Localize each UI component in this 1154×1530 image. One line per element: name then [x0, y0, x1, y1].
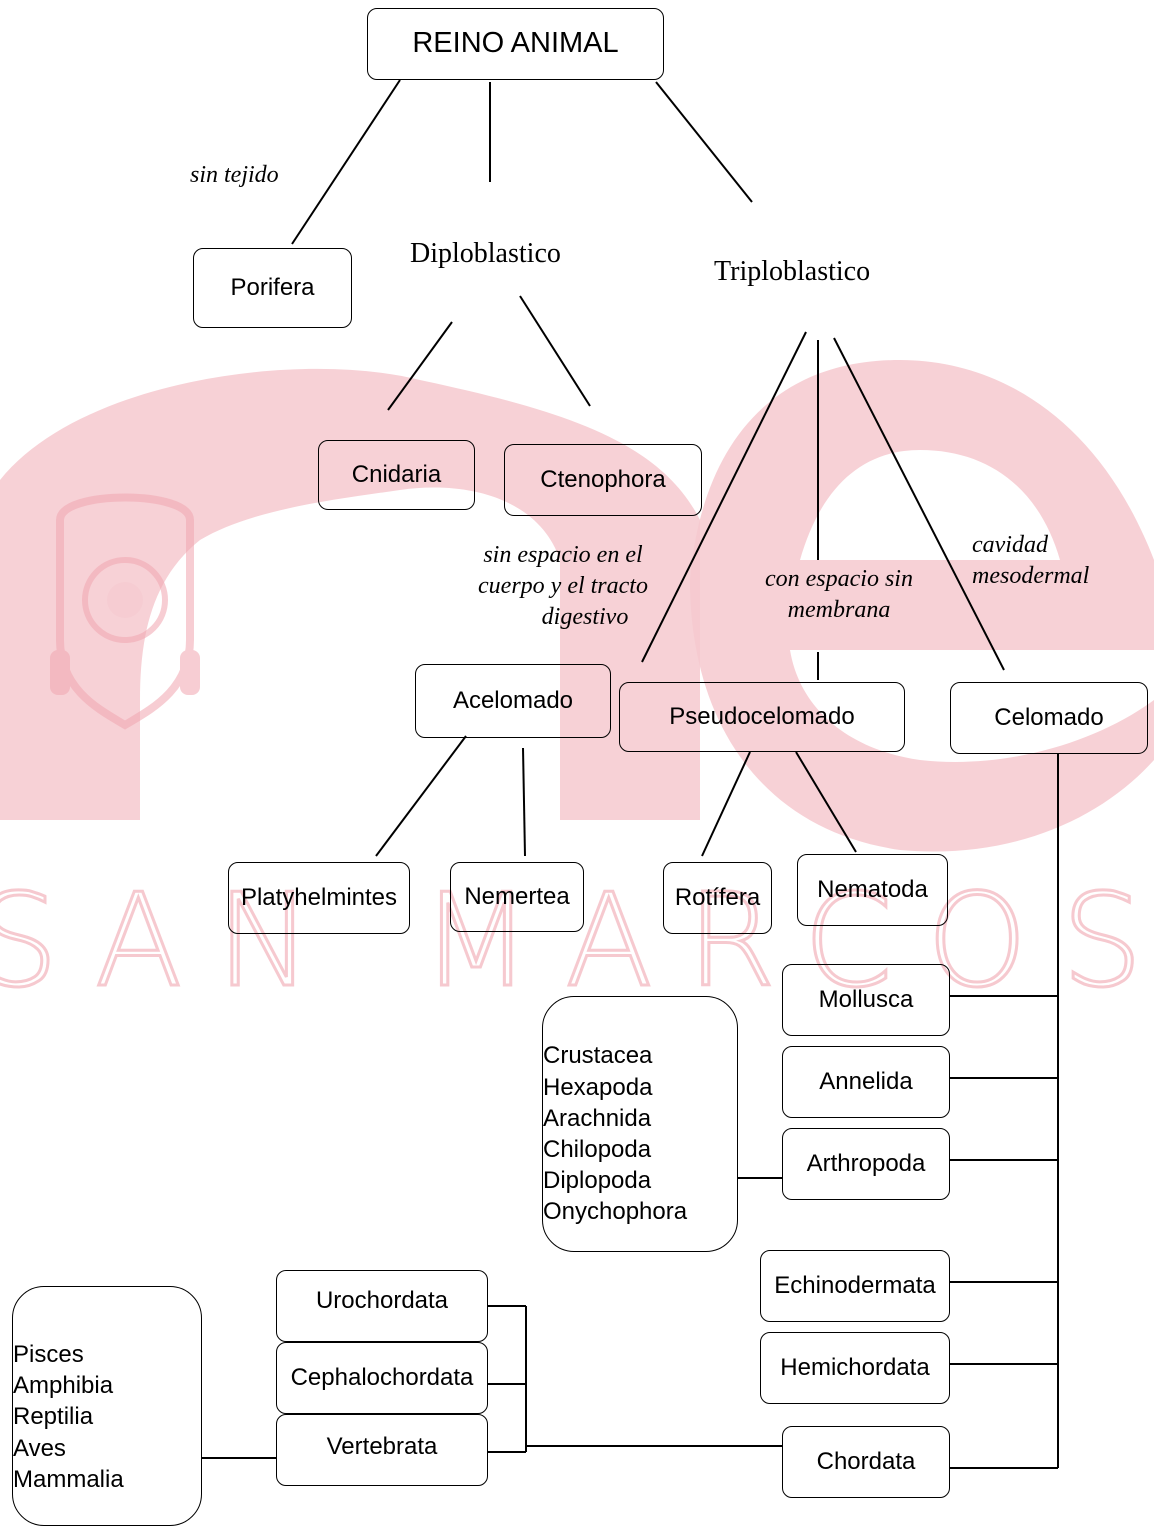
line-triplo-celomado	[833, 337, 1005, 671]
node-mollusca: Mollusca	[782, 964, 950, 1036]
node-label: Porifera	[230, 274, 315, 302]
line-diplo-ctenophora	[519, 295, 591, 407]
node-nematoda: Nematoda	[797, 854, 948, 926]
node-reino-animal: REINO ANIMAL	[367, 8, 664, 80]
node-pseudocelomado: Pseudocelomado	[619, 682, 905, 752]
node-label: Hemichordata	[780, 1354, 930, 1382]
node-label: Acelomado	[452, 687, 574, 715]
note-line: digestivo	[541, 604, 629, 631]
node-cephalochordata: Cephalochordata	[276, 1342, 488, 1414]
node-urochordata: Urochordata	[276, 1270, 488, 1342]
node-echinodermata: Echinodermata	[760, 1250, 950, 1322]
group-item: Pisces	[13, 1341, 84, 1369]
node-label: Urochordata	[315, 1287, 449, 1314]
watermark-n-shape	[0, 368, 700, 820]
note-sin-tejido: sin tejido	[190, 160, 279, 191]
node-label: Cnidaria	[351, 461, 442, 489]
node-label: Celomado	[994, 704, 1104, 732]
node-rotifera: Rotífera	[663, 862, 772, 934]
node-label: Vertebrata	[326, 1433, 438, 1460]
watermark-e-shape	[690, 360, 1154, 852]
node-nemertea: Nemertea	[450, 862, 584, 932]
note-acelomado: sin espacio en el cuerpo y el tracto dig…	[458, 540, 668, 634]
note-line: cuerpo y el tracto	[478, 573, 648, 600]
line-triplo-acelomado	[641, 331, 807, 663]
group-item: Aves	[13, 1434, 66, 1462]
group-item: Mammalia	[13, 1465, 124, 1493]
note-line: con espacio sin	[765, 566, 913, 592]
note-pseudocelomado: con espacio sin membrana	[744, 564, 934, 626]
node-label: Cephalochordata	[290, 1364, 474, 1392]
note-text: sin tejido	[190, 162, 279, 188]
node-cnidaria: Cnidaria	[318, 440, 475, 510]
group-item: Onychophora	[543, 1198, 688, 1226]
line-diplo-cnidaria	[387, 321, 453, 411]
node-arthropoda: Arthropoda	[782, 1128, 950, 1200]
line-acel-platy	[375, 735, 467, 857]
node-celomado: Celomado	[950, 682, 1148, 754]
note-line: cavidad	[972, 532, 1048, 558]
node-annelida: Annelida	[782, 1046, 950, 1118]
note-line: membrana	[787, 597, 891, 624]
node-label: Chordata	[816, 1448, 916, 1476]
node-label: Arthropoda	[806, 1150, 926, 1178]
node-vertebrata: Vertebrata	[276, 1414, 488, 1486]
line-pseudo-nematoda	[795, 751, 857, 853]
note-celomado: cavidad mesodermal	[972, 530, 1089, 592]
group-item: Diplopoda	[543, 1167, 652, 1195]
label-triploblastico: Triploblastico	[714, 256, 871, 287]
group-item: Arachnida	[543, 1104, 652, 1132]
node-label: Mollusca	[818, 986, 914, 1014]
node-label: Rotífera	[674, 884, 761, 912]
node-label: Platyhelmintes	[240, 884, 398, 912]
node-chordata: Chordata	[782, 1426, 950, 1498]
node-label: Annelida	[819, 1068, 913, 1096]
node-label: REINO ANIMAL	[412, 27, 619, 60]
group-item: Chilopoda	[543, 1136, 652, 1163]
node-label: Pseudocelomado	[669, 703, 855, 731]
node-platyhelmintes: Platyhelmintes	[228, 862, 410, 934]
note-line: mesodermal	[972, 563, 1090, 590]
node-label: Nematoda	[817, 876, 928, 904]
line-root-triploblastico	[655, 81, 753, 203]
line-root-porifera	[291, 79, 401, 245]
node-ctenophora: Ctenophora	[504, 444, 702, 516]
node-label: Nemertea	[464, 883, 570, 911]
node-label: Ctenophora	[540, 466, 666, 494]
group-item: Amphibia	[13, 1372, 114, 1400]
label-diploblastico: Diploblastico	[410, 238, 561, 269]
group-item: Hexapoda	[543, 1073, 653, 1101]
group-item: Crustacea	[543, 1042, 653, 1070]
node-porifera: Porifera	[193, 248, 352, 328]
line-acel-nemertea	[522, 747, 526, 857]
group-item: Reptilia	[13, 1403, 94, 1431]
node-arthropod-groups: Crustacea Hexapoda Arachnida Chilopoda D…	[542, 996, 738, 1252]
line-pseudo-rotifera	[701, 751, 751, 857]
node-label: Echinodermata	[774, 1272, 936, 1300]
node-acelomado: Acelomado	[415, 664, 611, 738]
node-hemichordata: Hemichordata	[760, 1332, 950, 1404]
node-vertebrate-groups: Pisces Amphibia Reptilia Aves Mammalia	[12, 1286, 202, 1526]
seal-emblem	[50, 493, 200, 730]
watermark-text: SAN MARCOS	[0, 867, 1154, 1016]
note-line: sin espacio en el	[483, 542, 643, 568]
